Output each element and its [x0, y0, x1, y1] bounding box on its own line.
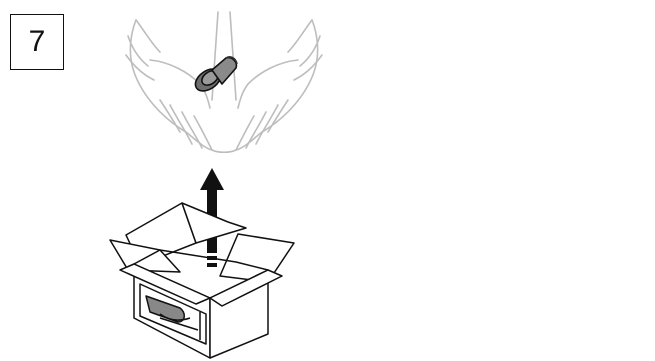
- plug-part-icon: [194, 56, 238, 92]
- cupped-hands-icon: [125, 11, 323, 154]
- step-number: 7: [10, 14, 64, 70]
- open-box-icon: [109, 202, 295, 359]
